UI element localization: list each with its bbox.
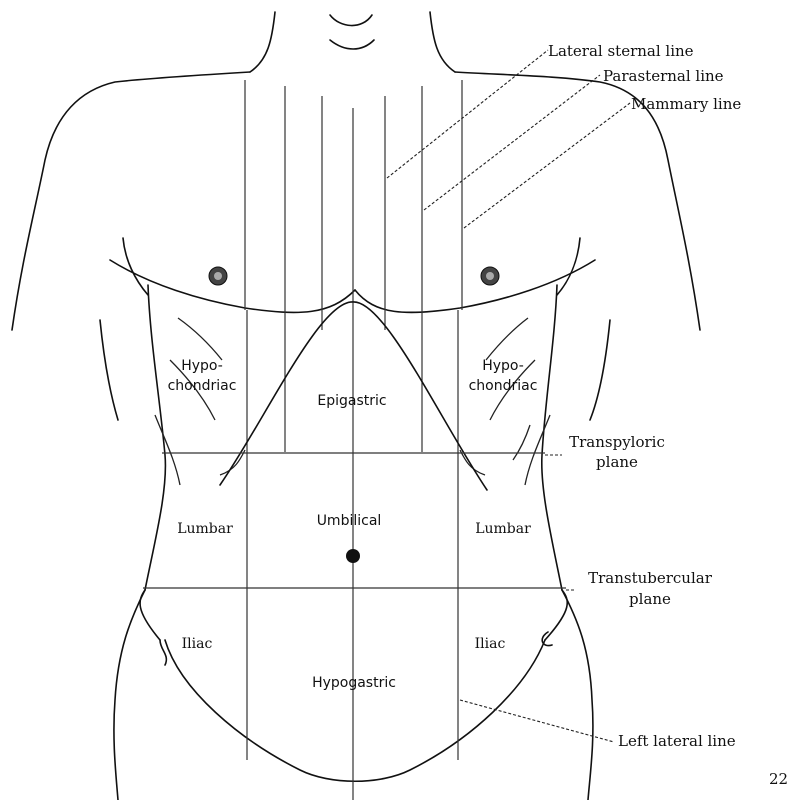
page-number: 22 [769, 770, 788, 788]
callout-parasternal-line: Parasternal line [603, 67, 724, 85]
callout-left-lateral-line: Left lateral line [618, 732, 736, 750]
nipple-left-icon [481, 267, 499, 285]
region-label-hypochondriac-left-2: chondriac [469, 378, 538, 394]
region-label-hypochondriac-right: Hypo- [181, 358, 223, 374]
region-label-hypochondriac-left: Hypo- [482, 358, 524, 374]
region-label-umbilical: Umbilical [317, 513, 382, 529]
nipple-right-icon [209, 267, 227, 285]
region-label-lumbar-right: Lumbar [177, 521, 233, 537]
region-label-epigastric: Epigastric [317, 393, 386, 409]
umbilicus-icon [346, 549, 360, 563]
callout-transtubercular-plane: Transtubercular [588, 569, 713, 587]
region-label-hypochondriac-right-2: chondriac [168, 378, 237, 394]
callout-transpyloric-plane: Transpyloric [569, 433, 665, 451]
vertical-reference-lines [245, 80, 462, 800]
region-label-iliac-left: Iliac [475, 636, 506, 652]
callout-lateral-sternal-line: Lateral sternal line [548, 42, 694, 60]
callout-transtubercular-plane-2: plane [629, 590, 671, 608]
region-label-iliac-right: Iliac [182, 636, 213, 652]
region-label-lumbar-left: Lumbar [475, 521, 531, 537]
leader-lines [387, 50, 630, 742]
callout-transpyloric-plane-2: plane [596, 453, 638, 471]
region-label-hypogastric: Hypogastric [312, 675, 396, 691]
callout-mammary-line: Mammary line [631, 95, 741, 113]
